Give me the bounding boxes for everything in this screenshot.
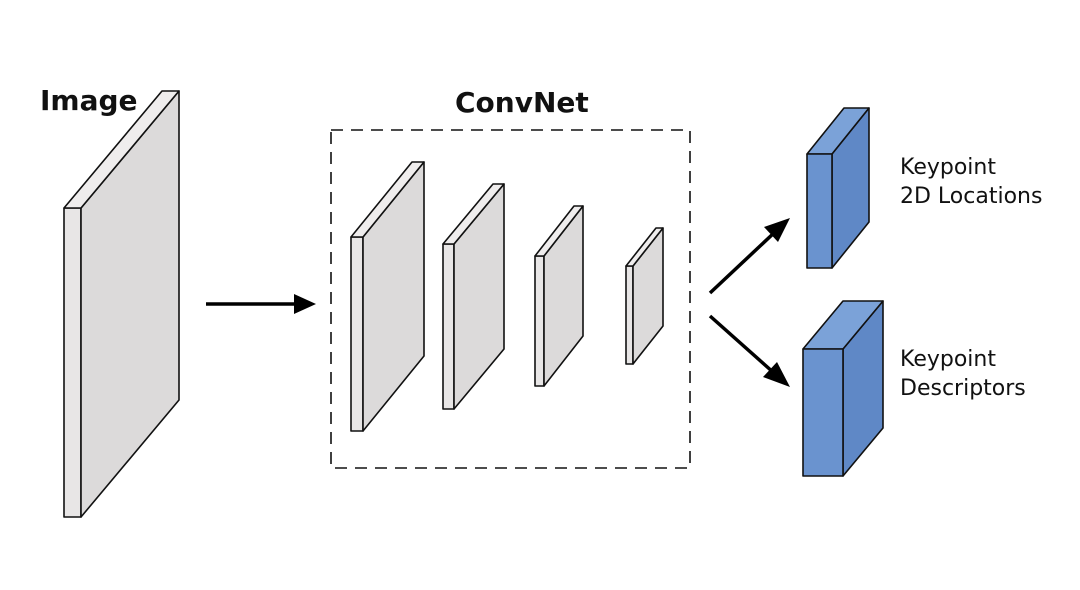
keypoint-descriptors-label-line1: Keypoint [900,347,996,372]
convnet-box [330,129,691,469]
descriptors-arrow [708,314,790,387]
input-image-slab-top [63,90,180,209]
input-arrow-head [294,294,316,314]
conv-layer-1 [350,161,425,432]
descriptors-arrow-head [763,362,790,387]
conv-layer-3 [534,205,584,387]
convnet-label: ConvNet [455,86,589,119]
keypoint-locations-label-line2: 2D Locations [900,184,1042,209]
conv-layer-4 [625,227,664,365]
locations-arrow-head [764,218,790,242]
keypoint-descriptors-block [802,300,884,477]
image-label: Image [40,84,138,117]
input-arrow [206,294,316,314]
locations-arrow [708,218,790,295]
keypoint-descriptors-label-line2: Descriptors [900,376,1026,401]
input-image-slab-side [80,90,180,518]
keypoint-locations-label-line1: Keypoint [900,155,996,180]
input-image-slab [63,90,180,518]
keypoint-locations-block [806,107,870,269]
conv-layer-2 [442,183,505,410]
input-image-slab-front [63,207,82,518]
